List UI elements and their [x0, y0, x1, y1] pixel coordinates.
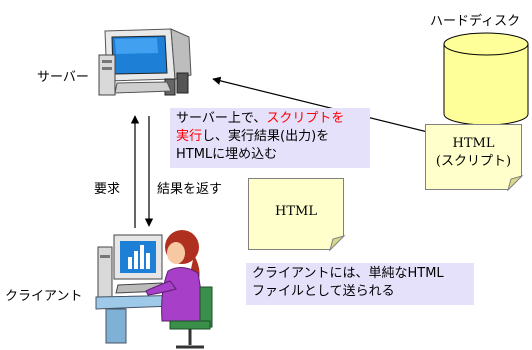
request-label: 要求 — [94, 182, 121, 197]
client-callout-line2: ファイルとして送られる — [252, 284, 395, 299]
server-callout: サーバー上で、スクリプトを 実行し、実行結果(出力)を HTMLに埋め込む — [170, 108, 370, 168]
server-label: サーバー — [37, 70, 89, 85]
document-fold-icon — [329, 235, 346, 252]
server-computer-icon — [98, 28, 192, 96]
html-script-document: HTML (スクリプト) — [425, 124, 524, 192]
document-fold-icon — [507, 175, 524, 192]
harddisk-icon — [443, 32, 529, 126]
server-callout-line1: サーバー上で、スクリプトを — [176, 111, 345, 126]
client-callout: クライアントには、単純なHTML ファイルとして送られる — [246, 263, 474, 305]
server-callout-line2: 実行し、実行結果(出力)を — [176, 129, 330, 144]
return-result-label: 結果を返す — [157, 182, 223, 197]
harddisk-label: ハードディスク — [430, 14, 521, 29]
html-sent-document: HTML — [248, 178, 346, 252]
server-callout-line3: HTMLに埋め込む — [176, 147, 278, 162]
client-label: クライアント — [5, 289, 83, 304]
client-callout-line1: クライアントには、単純なHTML — [252, 266, 444, 281]
client-person-icon — [95, 230, 213, 349]
